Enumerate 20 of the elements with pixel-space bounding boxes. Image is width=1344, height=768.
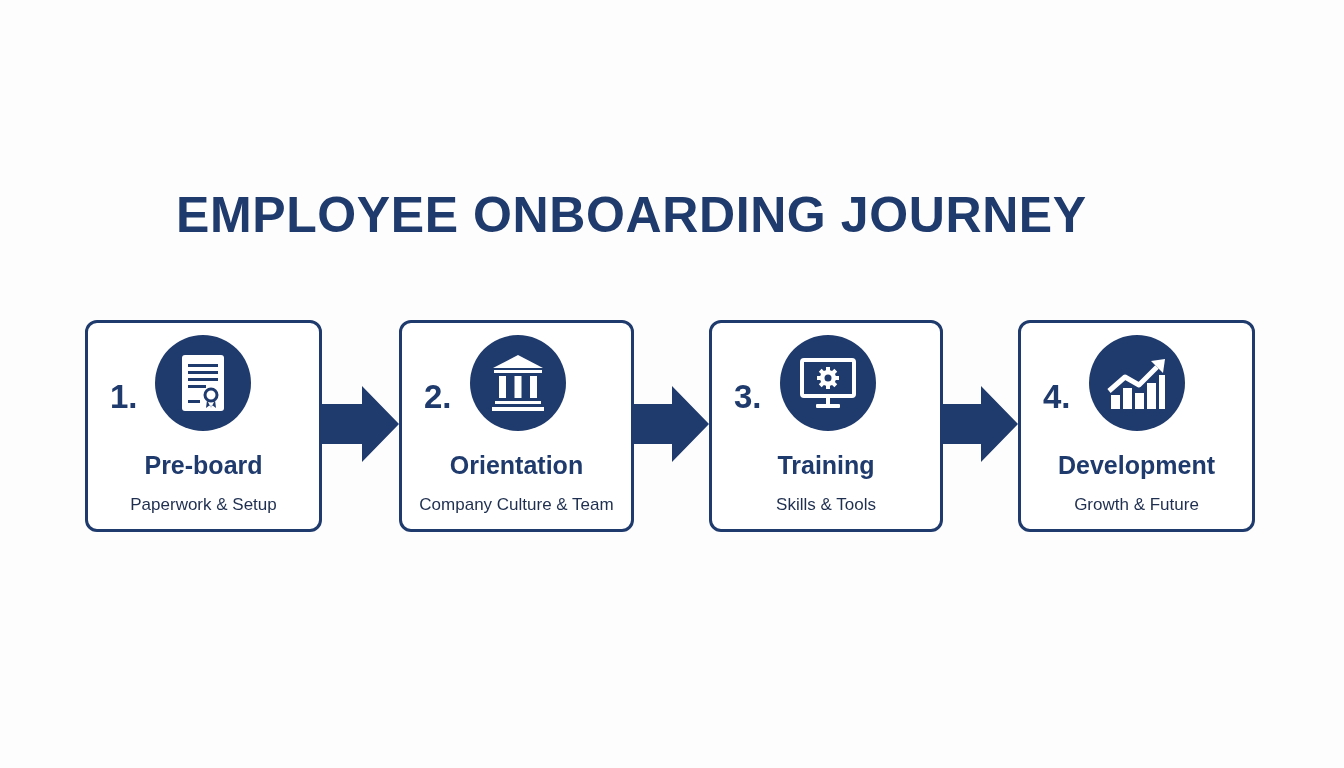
step-card	[85, 320, 322, 532]
step-card	[709, 320, 943, 532]
step-number: 4.	[1043, 377, 1071, 417]
block-arrow	[634, 386, 709, 462]
diagram-title: EMPLOYEE ONBOARDING JOURNEY	[176, 186, 1087, 245]
step-description: Skills & Tools	[775, 494, 877, 516]
step-title: Pre-board	[143, 450, 264, 480]
block-arrow	[322, 386, 399, 462]
step-title: Training	[776, 450, 876, 480]
step-card	[399, 320, 634, 532]
step-description: Company Culture & Team	[418, 494, 615, 516]
step-description: Growth & Future	[1073, 494, 1200, 516]
step-number: 1.	[110, 377, 138, 417]
step-number: 2.	[424, 377, 452, 417]
step-title: Development	[1057, 450, 1216, 480]
step-card	[1018, 320, 1255, 532]
step-description: Paperwork & Setup	[129, 494, 278, 516]
block-arrow	[943, 386, 1018, 462]
step-number: 3.	[734, 377, 762, 417]
step-title: Orientation	[448, 450, 585, 480]
